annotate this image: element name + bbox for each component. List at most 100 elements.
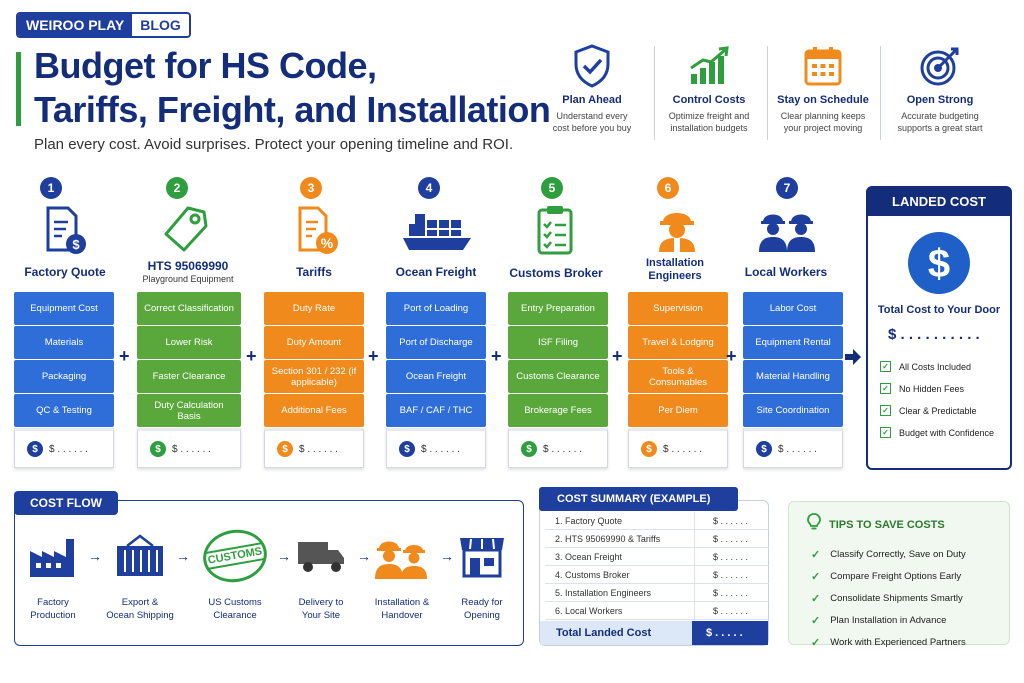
landed-cost-amount[interactable]: $ . . . . . . . . . . xyxy=(888,326,980,343)
step-label: Factory Quote xyxy=(24,265,106,279)
step-label: Ocean Freight xyxy=(395,265,477,279)
landed-cost-panel: LANDED COST $ Total Cost to Your Door $ … xyxy=(866,186,1012,470)
subtotal-value: $ . . . . . . xyxy=(663,443,702,455)
arrow-right-icon: → xyxy=(88,548,102,564)
landed-cost-title: LANDED COST xyxy=(868,188,1010,216)
stamp-text: CUSTOMS xyxy=(204,542,266,570)
tips-panel: TIPS TO SAVE COSTS ✓Classify Correctly, … xyxy=(788,501,1010,649)
document-percent-icon: % xyxy=(296,206,340,261)
subtotal-field[interactable]: $ $ . . . . . . xyxy=(628,428,728,468)
dollar-icon: $ xyxy=(641,441,657,457)
table-row: 6. Local Workers$ . . . . . . xyxy=(545,602,769,620)
check-icon: ✓ xyxy=(811,593,821,605)
divider xyxy=(654,46,655,140)
calendar-icon xyxy=(767,44,879,88)
cost-item: Faster Clearance xyxy=(137,360,241,393)
svg-text:$: $ xyxy=(72,237,80,252)
cost-item: Ocean Freight xyxy=(386,360,486,393)
cost-column-factory-quote: Equipment Cost Materials Packaging QC & … xyxy=(14,292,114,468)
total-label: Total Landed Cost xyxy=(540,621,692,645)
growth-chart-icon xyxy=(653,44,765,88)
subtotal-field[interactable]: $$ . . . . . . xyxy=(386,428,486,468)
storefront-icon xyxy=(442,528,522,584)
checkbox-check-icon: ✓ xyxy=(880,405,891,416)
svg-text:$: $ xyxy=(928,242,950,286)
landed-benefit-item: ✓Budget with Confidence xyxy=(880,427,1010,438)
dollar-icon: $ xyxy=(521,441,537,457)
step-number: 3 xyxy=(300,177,322,199)
cost-column-hts: Correct Classification Lower Risk Faster… xyxy=(137,292,241,468)
tip-item: ✓Consolidate Shipments Smartly xyxy=(811,593,963,605)
subtotal-field[interactable]: $$ . . . . . . xyxy=(264,428,364,468)
workers-group-icon xyxy=(759,208,817,257)
step-label: Installation Engineers xyxy=(645,257,705,282)
brand-name: WEIROO PLAY xyxy=(18,14,133,36)
cost-summary-title: COST SUMMARY (EXAMPLE) xyxy=(539,487,738,511)
checklist-clipboard-icon xyxy=(536,204,574,261)
check-icon: ✓ xyxy=(811,637,821,649)
tip-item: ✓Classify Correctly, Save on Duty xyxy=(811,549,966,561)
svg-text:%: % xyxy=(321,235,334,251)
plus-icon: + xyxy=(368,346,379,366)
checkbox-check-icon: ✓ xyxy=(880,427,891,438)
dollar-coin-icon: $ xyxy=(868,232,1010,294)
cost-item: Equipment Rental xyxy=(743,326,843,359)
check-icon: ✓ xyxy=(811,549,821,561)
plus-icon: + xyxy=(491,346,502,366)
cost-column-customs-broker: Entry Preparation ISF Filing Customs Cle… xyxy=(508,292,608,468)
step-number: 2 xyxy=(166,177,188,199)
divider xyxy=(880,46,881,140)
cost-flow-title: COST FLOW xyxy=(14,491,118,515)
check-icon: ✓ xyxy=(811,615,821,627)
cost-item: Labor Cost xyxy=(743,292,843,325)
dollar-icon: $ xyxy=(27,441,43,457)
table-row: 1. Factory Quote$ . . . . . . xyxy=(545,512,769,530)
brand-badge[interactable]: WEIROO PLAY BLOG xyxy=(16,12,191,38)
page-title: Budget for HS Code, Tariffs, Freight, an… xyxy=(34,45,551,130)
cost-item: Tools & Consumables xyxy=(628,360,728,393)
step-number: 6 xyxy=(657,177,679,199)
arrow-right-icon: → xyxy=(440,548,454,564)
plus-icon: + xyxy=(246,346,257,366)
arrow-right-icon: → xyxy=(176,548,190,564)
subtotal-field[interactable]: $ $ . . . . . . xyxy=(508,428,608,468)
subtotal-field[interactable]: $$ . . . . . . xyxy=(743,428,843,468)
cost-item: QC & Testing xyxy=(14,394,114,427)
total-value[interactable]: $ . . . . . xyxy=(692,621,768,645)
subtotal-value: $ . . . . . . xyxy=(543,443,582,455)
cost-column-tariffs: Duty Rate Duty Amount Section 301 / 232 … xyxy=(264,292,364,468)
subtotal-value: $ . . . . . . xyxy=(299,443,338,455)
step-label: Local Workers xyxy=(744,265,828,279)
checkbox-check-icon: ✓ xyxy=(880,383,891,394)
cost-column-local-workers: Labor Cost Equipment Rental Material Han… xyxy=(743,292,843,468)
flow-step-installation: Installation &Handover xyxy=(362,528,442,622)
step-number: 4 xyxy=(418,177,440,199)
cost-item: Section 301 / 232 (if applicable) xyxy=(264,360,364,393)
target-icon xyxy=(884,44,996,88)
cost-item: Duty Calculation Basis xyxy=(137,394,241,427)
document-dollar-icon: $ xyxy=(44,206,88,261)
table-row: 4. Customs Broker$ . . . . . . xyxy=(545,566,769,584)
factory-icon xyxy=(13,528,93,584)
cost-item: Brokerage Fees xyxy=(508,394,608,427)
step-number: 1 xyxy=(40,177,62,199)
cost-summary-table: 1. Factory Quote$ . . . . . . 2. HTS 950… xyxy=(545,512,769,620)
table-row: 5. Installation Engineers$ . . . . . . xyxy=(545,584,769,602)
tip-item: ✓Compare Freight Options Early xyxy=(811,571,962,583)
cost-item: ISF Filing xyxy=(508,326,608,359)
tag-icon xyxy=(162,204,208,259)
cost-item: BAF / CAF / THC xyxy=(386,394,486,427)
cost-column-installation-engineers: Supervision Travel & Lodging Tools & Con… xyxy=(628,292,728,468)
subtotal-value: $ . . . . . . xyxy=(421,443,460,455)
arrow-right-icon: → xyxy=(277,548,291,564)
subtotal-field[interactable]: $$ . . . . . . xyxy=(14,428,114,468)
cost-item: Duty Amount xyxy=(264,326,364,359)
step-sublabel: Playground Equipment xyxy=(142,274,234,284)
subtotal-field[interactable]: $$ . . . . . . xyxy=(137,428,241,468)
dollar-icon: $ xyxy=(756,441,772,457)
landed-benefit-item: ✓No Hidden Fees xyxy=(880,383,1010,394)
